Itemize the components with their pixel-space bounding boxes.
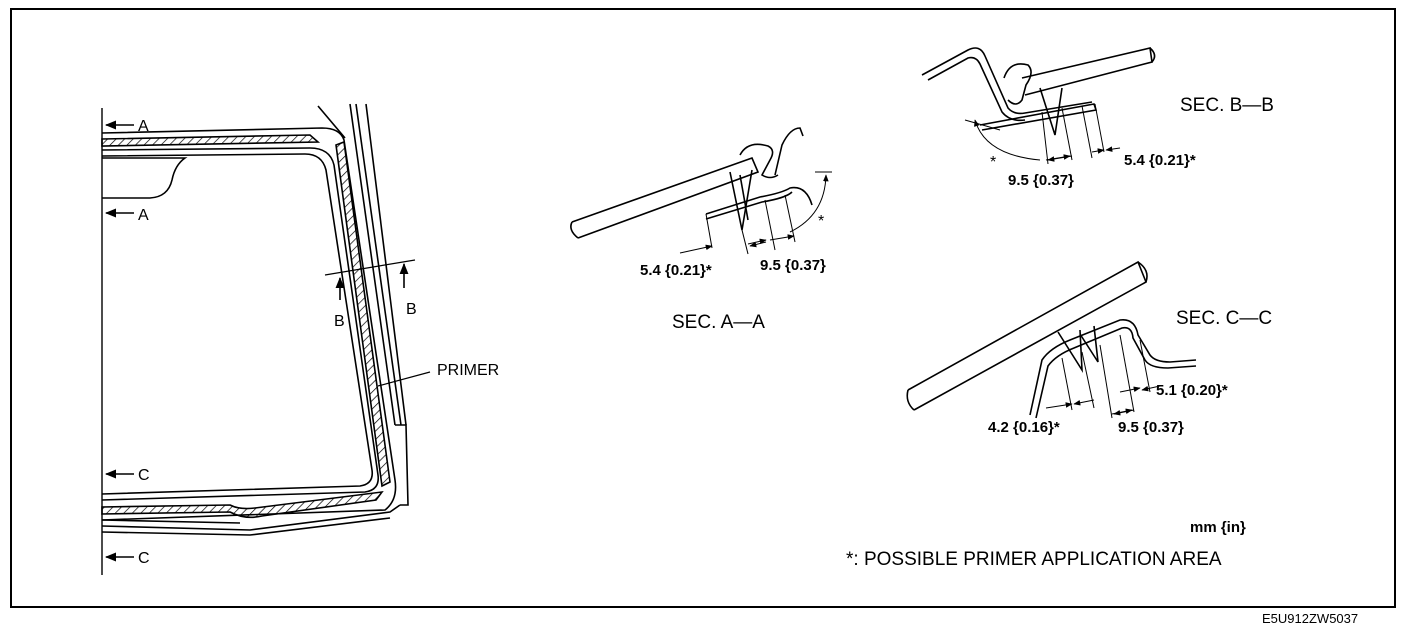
section-aa-drawing <box>570 127 813 239</box>
dim-aa-left: 5.4 {0.21}* <box>640 262 712 279</box>
section-cut-arrows <box>104 120 431 562</box>
title-sec-bb: SEC. B—B <box>1180 95 1274 116</box>
label-a-mid: A <box>138 207 149 224</box>
label-b-left: B <box>334 313 345 330</box>
title-sec-aa: SEC. A—A <box>672 312 765 333</box>
dim-cc-top: 5.1 {0.20}* <box>1156 382 1228 399</box>
dim-cc-right: 9.5 {0.37} <box>1118 419 1184 436</box>
dim-aa-right: 9.5 {0.37} <box>760 257 826 274</box>
dim-bb-right: 5.4 {0.21}* <box>1124 152 1196 169</box>
legend-unit: mm {in} <box>1190 519 1246 536</box>
diagram-frame <box>10 8 1396 608</box>
dim-cc-left: 4.2 {0.16}* <box>988 419 1060 436</box>
section-cc-dims <box>1045 334 1161 419</box>
figure-code: E5U912ZW5037 <box>1262 611 1359 626</box>
section-bb-drawing <box>921 47 1156 136</box>
label-a-top: A <box>138 118 149 135</box>
label-primer: PRIMER <box>437 362 499 379</box>
windshield-overview <box>101 103 409 575</box>
section-aa-dims <box>679 171 832 255</box>
dim-bb-left: 9.5 {0.37} <box>1008 172 1074 189</box>
label-b-right: B <box>406 301 417 318</box>
asterisk-aa: * <box>818 213 824 230</box>
title-sec-cc: SEC. C—C <box>1176 308 1272 329</box>
primer-leader <box>377 371 431 387</box>
label-c-bot: C <box>138 550 150 567</box>
legend-note: *: POSSIBLE PRIMER APPLICATION AREA <box>846 549 1222 570</box>
asterisk-bb: * <box>990 154 996 171</box>
section-bb-dims <box>964 103 1121 165</box>
section-cc-drawing <box>906 260 1197 419</box>
label-c-mid: C <box>138 467 150 484</box>
